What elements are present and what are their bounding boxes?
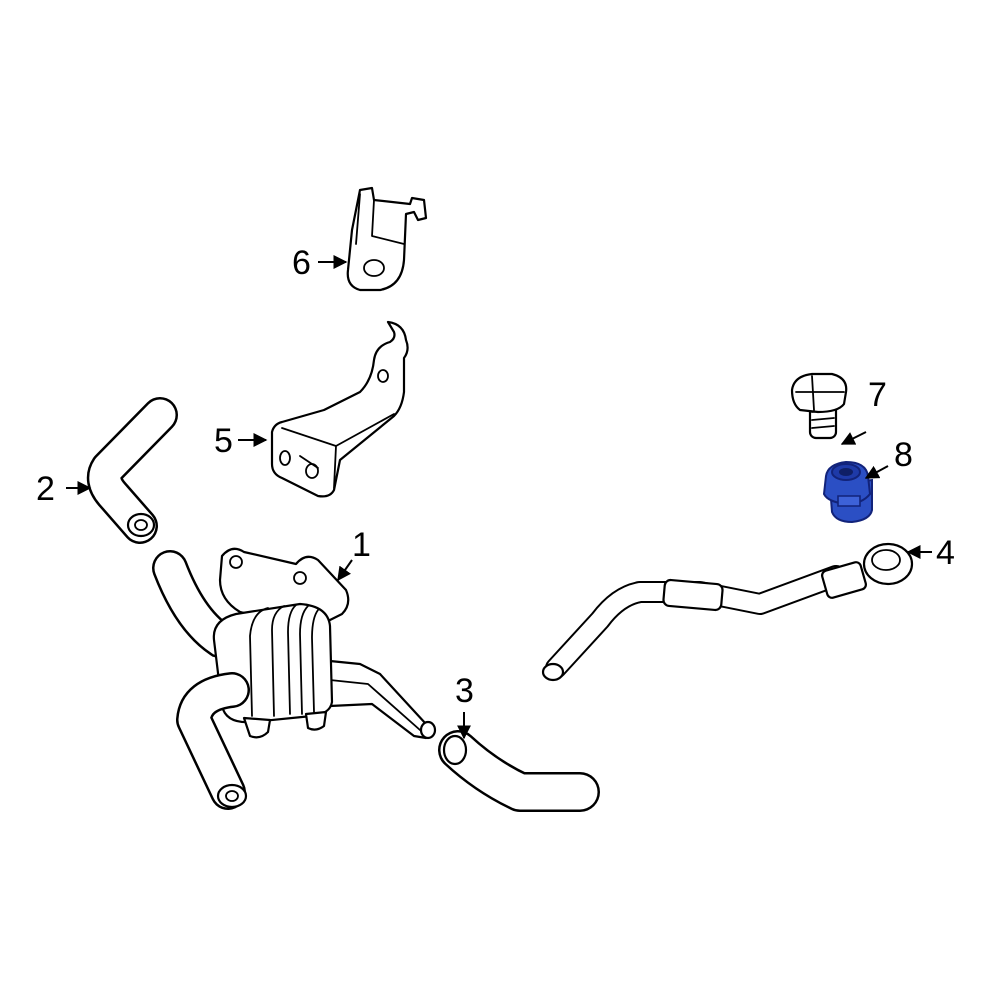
- bracket-middle-part[interactable]: [270, 320, 409, 498]
- leader-7: [840, 431, 867, 445]
- callout-label-2: 2: [36, 470, 55, 508]
- leader-8: [864, 465, 889, 479]
- tube-part[interactable]: [541, 542, 914, 682]
- grommet-part[interactable]: [822, 460, 873, 524]
- leader-1: [337, 559, 353, 582]
- hose-upper-left-part[interactable]: [86, 397, 178, 544]
- callout-label-4: 4: [936, 534, 955, 572]
- callout-label-1: 1: [352, 526, 371, 564]
- callout-label-6: 6: [292, 244, 311, 282]
- callout-label-7: 7: [868, 376, 887, 414]
- oil-cooler-part[interactable]: [152, 547, 437, 810]
- hose-lower-center-part[interactable]: [438, 730, 600, 812]
- callout-label-3: 3: [455, 672, 474, 710]
- leader-lines: [66, 255, 932, 740]
- callout-labels: 1 2 3 4 5 6 7 8: [36, 244, 955, 710]
- callout-label-5: 5: [214, 422, 233, 460]
- callout-label-8: 8: [894, 436, 913, 474]
- bolt-part[interactable]: [790, 372, 848, 440]
- bracket-upper-part[interactable]: [346, 186, 428, 292]
